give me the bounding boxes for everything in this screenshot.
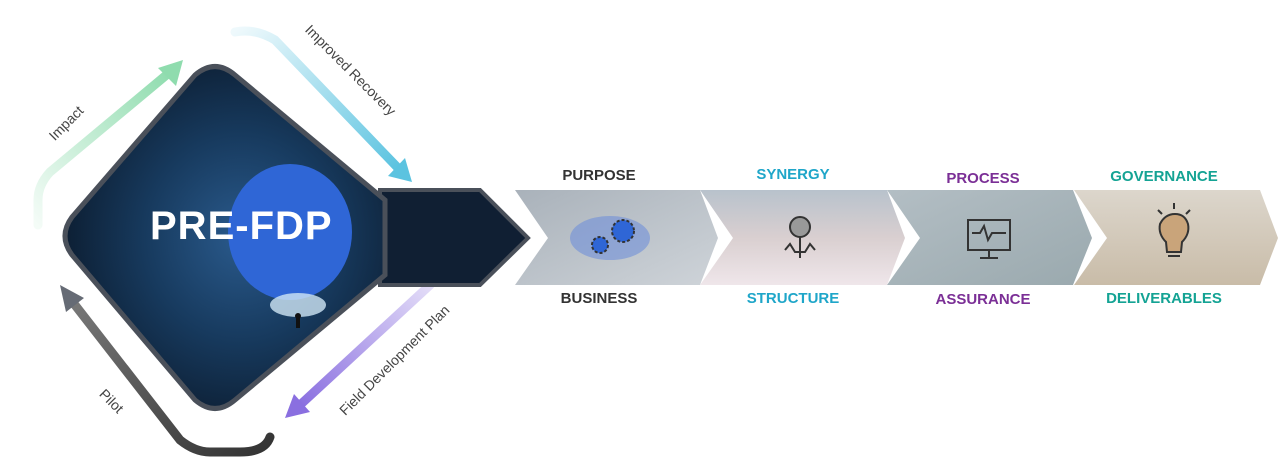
step-deliverables-bottom-label: DELIVERABLES <box>1106 290 1222 307</box>
step-synergy-top-label: SYNERGY <box>756 166 830 183</box>
step-purpose-top-label: PURPOSE <box>562 167 636 184</box>
step-governance-top-label: GOVERNANCE <box>1110 168 1218 185</box>
monitor-pulse-icon <box>967 219 1011 259</box>
step-business-bottom-label: BUSINESS <box>560 290 638 307</box>
lightbulb-icon <box>1157 203 1191 257</box>
impact-arrow <box>33 60 183 230</box>
pre-fdp-shape <box>62 64 531 411</box>
improved-recovery-arrow <box>230 26 412 182</box>
step-assurance-bottom-label: ASSURANCE <box>935 291 1031 308</box>
gears-icon <box>570 216 650 260</box>
step-structure-bottom-label: STRUCTURE <box>746 290 840 307</box>
pilot-arrow <box>60 285 275 457</box>
pre-fdp-title: PRE-FDP <box>150 204 333 248</box>
magnifier-chart-icon <box>784 216 816 258</box>
step-process-top-label: PROCESS <box>946 170 1020 187</box>
